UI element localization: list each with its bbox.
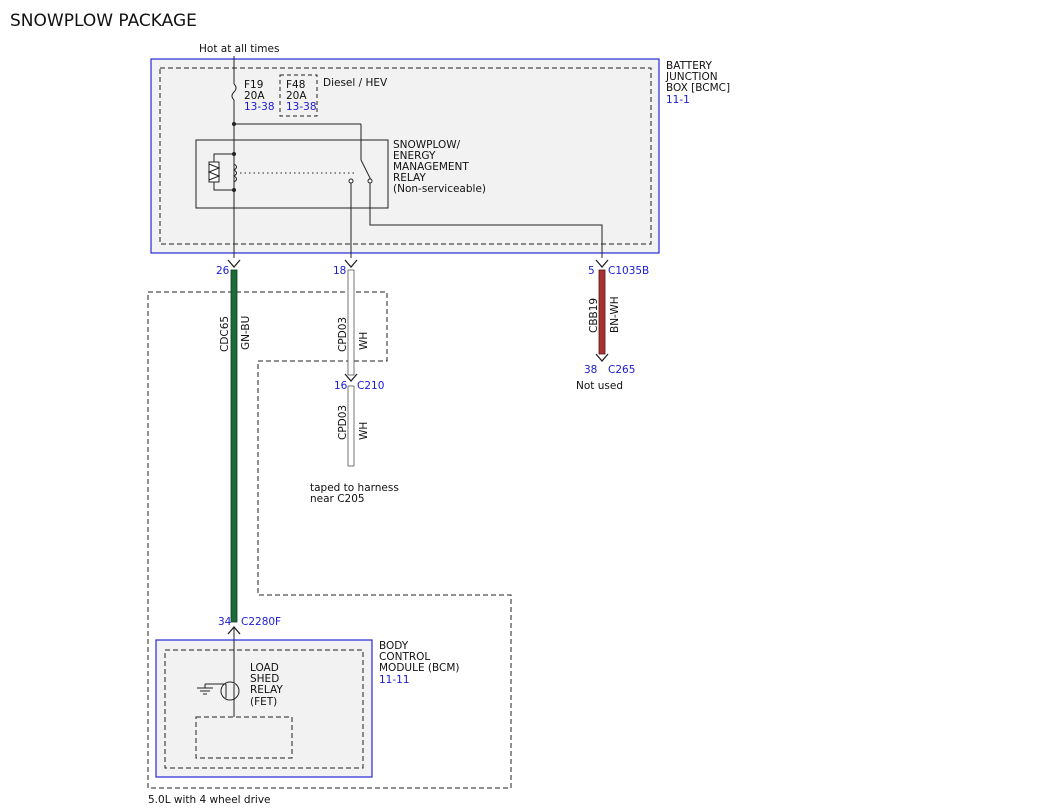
bcm-inner-dashed — [164, 649, 364, 769]
bcm-label-2: CONTROL — [379, 651, 430, 663]
connector-c2280f-link[interactable]: C2280F — [241, 616, 281, 628]
pin-16-arrow — [344, 373, 358, 382]
connector-c210-link[interactable]: C210 — [357, 380, 384, 392]
taped-note-1: taped to harness — [310, 482, 399, 494]
bjb-label-1: BATTERY — [666, 60, 712, 72]
bcm-label-1: BODY — [379, 640, 409, 652]
wire-cdc65 — [230, 269, 238, 623]
connector-c265-link[interactable]: C265 — [608, 364, 635, 376]
option-footer-label: 5.0L with 4 wheel drive — [148, 794, 271, 806]
wire-cpd03-upper-color: WH — [358, 332, 370, 350]
pin-26-arrow — [227, 259, 241, 268]
load-shed-label-2: SHED — [250, 673, 279, 685]
fuse-f48-name: F48 — [286, 79, 305, 91]
resistor-zigzag-icon — [207, 163, 221, 181]
fuse-f19-rating: 20A — [244, 90, 265, 102]
load-shed-label-4: (FET) — [250, 696, 277, 708]
connector-c1035b-link[interactable]: C1035B — [608, 265, 649, 277]
fuse-f19-ref-link[interactable]: 13-38 — [244, 101, 275, 113]
pin-26-label: 26 — [216, 265, 230, 277]
bcm-label-3: MODULE (BCM) — [379, 662, 460, 674]
pin-18-arrow — [344, 259, 358, 268]
hot-label: Hot at all times — [199, 43, 279, 55]
relay-contact-nc — [348, 178, 354, 184]
pin-5-arrow — [595, 259, 609, 268]
fuse-f19-name: F19 — [244, 79, 263, 91]
relay-label-1: SNOWPLOW/ — [393, 139, 461, 151]
taped-note-2: near C205 — [310, 493, 365, 505]
bjb-outline — [150, 58, 660, 254]
relay-switch-arm — [360, 159, 372, 181]
pin-18-label: 18 — [333, 265, 346, 277]
wire-cpd03-lower — [347, 385, 355, 467]
bjb-ref-link[interactable]: 11-1 — [666, 94, 690, 106]
pin-38-arrow — [595, 353, 609, 362]
relay-box — [195, 139, 389, 209]
bcm-outline — [155, 639, 373, 778]
wire-cpd03-upper — [347, 269, 355, 376]
fuse-f48-box — [279, 74, 318, 117]
coil-icon — [233, 163, 237, 183]
fet-transistor-icon — [220, 681, 240, 701]
relay-label-5: (Non-serviceable) — [393, 183, 486, 195]
pin-16-label: 16 — [334, 380, 348, 392]
relay-label-3: MANAGEMENT — [393, 161, 469, 173]
wire-cpd03-lower-circuit: CPD03 — [337, 405, 349, 440]
pin-5-label: 5 — [588, 265, 595, 277]
pin-38-label: 38 — [584, 364, 597, 376]
wire-cdc65-circuit: CDC65 — [219, 316, 231, 352]
wire-cbb19-circuit: CBB19 — [588, 298, 600, 333]
bcm-ref-link[interactable]: 11-11 — [379, 674, 410, 686]
pin-34-label: 34 — [218, 616, 232, 628]
wire-cbb19 — [598, 269, 606, 355]
bjb-label-2: JUNCTION — [665, 71, 718, 83]
bjb-inner-dashed — [159, 67, 652, 245]
fuse-f48-note: Diesel / HEV — [323, 77, 388, 89]
bjb-label-3: BOX [BCMC] — [666, 82, 730, 94]
fuse-f19-symbol — [231, 83, 237, 101]
wire-cpd03-lower-color: WH — [358, 422, 370, 440]
fuse-f48-rating: 20A — [286, 90, 307, 102]
relay-label-4: RELAY — [393, 172, 426, 184]
relay-label-2: ENERGY — [393, 150, 436, 162]
relay-output-5 — [369, 183, 603, 258]
wire-cpd03-upper-circuit: CPD03 — [337, 317, 349, 352]
relay-contact-no — [367, 178, 373, 184]
fuse-f48-ref-link[interactable]: 13-38 — [286, 101, 317, 113]
page-title: SNOWPLOW PACKAGE — [10, 11, 197, 31]
bcm-internal-logic-box — [195, 716, 293, 759]
not-used-label: Not used — [576, 380, 623, 392]
load-shed-label-1: LOAD — [250, 662, 279, 674]
load-shed-label-3: RELAY — [250, 684, 283, 696]
wire-cdc65-color: GN-BU — [240, 316, 252, 350]
wire-cbb19-color: BN-WH — [609, 296, 621, 333]
